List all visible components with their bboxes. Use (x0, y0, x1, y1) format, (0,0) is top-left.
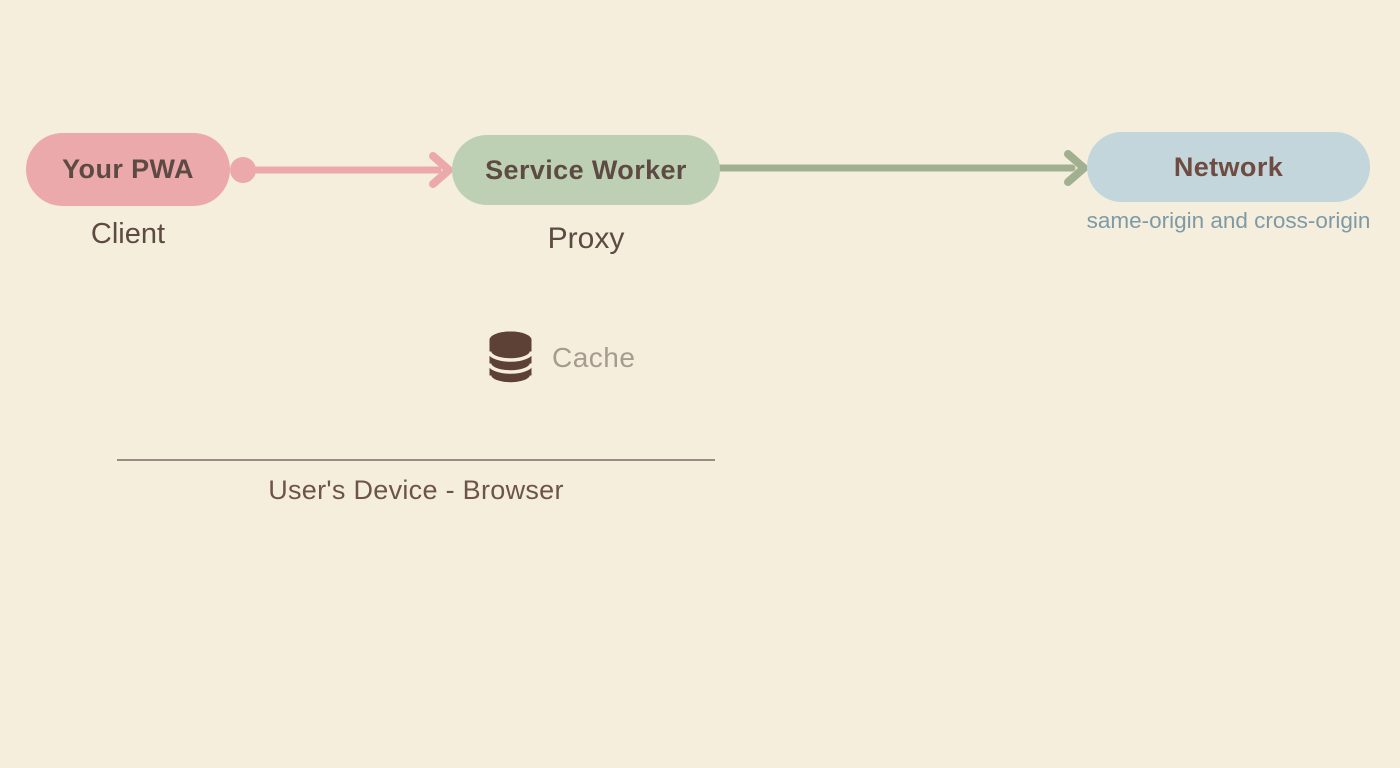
node-network-sublabel: same-origin and cross-origin (1086, 208, 1371, 233)
arrowhead-icon (1064, 150, 1088, 186)
arrowhead-icon (429, 152, 453, 188)
arrow-pwa-to-service-worker (230, 152, 453, 188)
node-your-pwa-label: Your PWA (62, 154, 194, 184)
node-network: Network (1087, 132, 1370, 202)
cache-label: Cache (552, 342, 636, 373)
node-your-pwa: Your PWA (26, 133, 230, 206)
node-service-worker-label: Service Worker (485, 154, 687, 185)
node-service-worker-sublabel: Proxy (547, 222, 625, 255)
node-service-worker: Service Worker (452, 135, 720, 205)
device-boundary-label: User's Device - Browser (268, 475, 564, 505)
database-icon (487, 331, 534, 386)
arrow-origin-dot (230, 157, 256, 183)
node-network-label: Network (1173, 151, 1284, 182)
arrow-service-worker-to-network (717, 150, 1088, 186)
node-your-pwa-sublabel: Client (90, 218, 166, 250)
device-boundary-line (117, 459, 715, 461)
cache-node: Cache (486, 330, 635, 386)
